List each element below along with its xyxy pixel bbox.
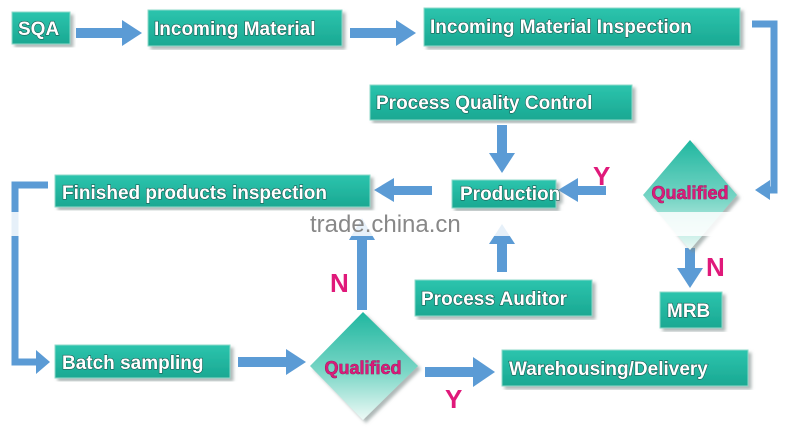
svg-text:Incoming Material Inspection: Incoming Material Inspection	[430, 17, 692, 38]
svg-text:Production: Production	[460, 184, 560, 205]
connector-finished-to-batch	[11, 181, 48, 366]
arrow-batch-to-qualified	[238, 349, 306, 375]
arrow-qualified-to-production	[558, 178, 606, 202]
svg-text:Warehousing/Delivery: Warehousing/Delivery	[509, 359, 708, 380]
node-batch-sampling: Batch sampling	[54, 344, 231, 379]
arrow-incoming-to-inspection	[350, 20, 416, 46]
arrow-qualified-to-mrb	[677, 248, 703, 288]
arrow-qualified-to-warehousing	[425, 357, 495, 387]
svg-text:Batch sampling: Batch sampling	[62, 353, 203, 374]
connector-inspection-to-qualified	[752, 20, 778, 194]
svg-text:Process Auditor: Process Auditor	[421, 289, 568, 310]
svg-text:Incoming Material: Incoming Material	[154, 19, 316, 40]
arrow-head-left-top	[755, 180, 770, 200]
arrow-sqa-to-incoming	[76, 20, 142, 46]
watermark: trade.china.cn	[310, 211, 461, 238]
node-incoming-inspection: Incoming Material Inspection	[423, 7, 741, 47]
svg-text:SQA: SQA	[18, 19, 59, 40]
arrow-head-right-batch	[36, 350, 50, 374]
node-warehousing: Warehousing/Delivery	[501, 349, 749, 387]
svg-text:Process Quality Control: Process Quality Control	[376, 93, 592, 114]
node-process-auditor: Process Auditor	[414, 279, 593, 317]
watermark-band	[0, 212, 800, 236]
svg-text:Qualified: Qualified	[651, 183, 728, 203]
svg-text:Finished products inspection: Finished products inspection	[62, 183, 327, 204]
node-finished-inspection: Finished products inspection	[54, 174, 371, 208]
svg-text:Qualified: Qualified	[324, 358, 401, 378]
node-incoming-material: Incoming Material	[147, 9, 343, 47]
arrow-pqc-to-production	[489, 125, 515, 173]
label-y-top: Y	[593, 161, 610, 191]
arrow-production-to-finished	[374, 178, 432, 202]
label-n-right: N	[706, 252, 725, 282]
node-mrb: MRB	[659, 291, 723, 329]
label-y-bottom: Y	[445, 384, 462, 414]
node-process-quality-control: Process Quality Control	[369, 84, 633, 121]
node-sqa: SQA	[11, 11, 71, 45]
svg-text:MRB: MRB	[667, 301, 710, 322]
node-qualified-bottom: Qualified	[310, 312, 418, 420]
node-production: Production	[451, 179, 561, 209]
label-n-left: N	[330, 268, 349, 298]
